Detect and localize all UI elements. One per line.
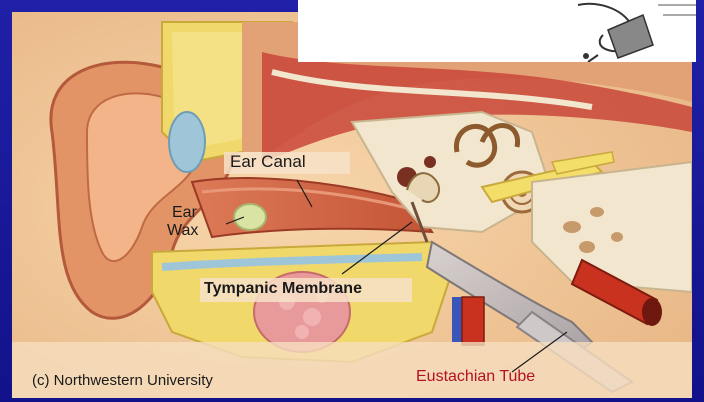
ear-wax	[234, 204, 266, 230]
ear-wax-label-line2: Wax	[167, 222, 198, 240]
copyright-label: (c) Northwestern University	[32, 372, 213, 389]
blood-vessel-red	[462, 297, 484, 345]
ear-cross-section-illustration	[12, 12, 692, 398]
hearing-device-sketch	[298, 0, 696, 62]
inset-image	[298, 0, 696, 62]
ear-canal-label: Ear Canal	[230, 152, 306, 172]
eustachian-tube-label: Eustachian Tube	[416, 368, 535, 386]
blood-vessel-blue	[452, 297, 462, 342]
ear-wax-label-line1: Ear	[172, 204, 197, 222]
tympanic-membrane-label: Tympanic Membrane	[204, 280, 362, 298]
ear-anatomy-diagram: Ear Canal Ear Wax Tympanic Membrane Eust…	[12, 12, 692, 398]
